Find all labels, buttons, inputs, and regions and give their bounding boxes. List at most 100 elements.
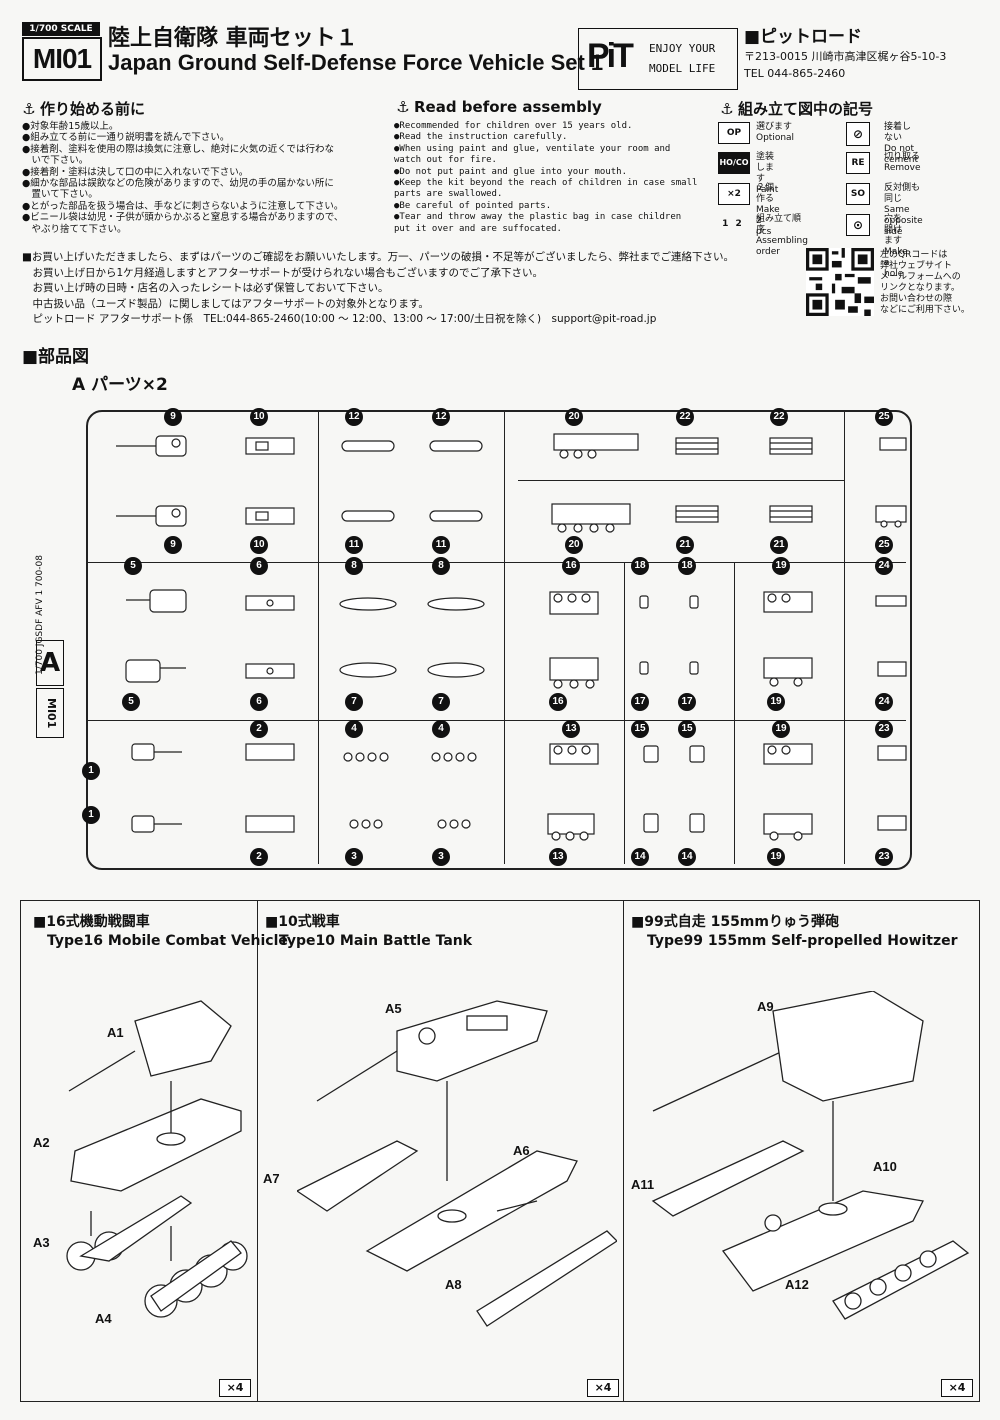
- part-number: 13: [562, 720, 580, 738]
- quantity-badge: ×4: [219, 1379, 251, 1397]
- part-number: 21: [770, 536, 788, 554]
- part-number: 24: [875, 693, 893, 711]
- step-title-en: Type10 Main Battle Tank: [279, 933, 473, 949]
- scale-badge: 1/700 SCALE: [22, 22, 100, 36]
- part-number: 25: [875, 536, 893, 554]
- list-item: ●Recommended for children over 15 years …: [394, 121, 633, 131]
- part-number: 2: [250, 848, 268, 866]
- part-number: 22: [770, 408, 788, 426]
- part-number: 15: [678, 720, 696, 738]
- symbol-jp: 選びます: [756, 122, 793, 132]
- part-number: 14: [631, 848, 649, 866]
- symbol-jp: ２個作る: [756, 183, 775, 204]
- part-number: 11: [432, 536, 450, 554]
- part-label: A6: [513, 1143, 530, 1158]
- step-title-jp: ■10式戦車: [265, 914, 340, 930]
- make-two-icon: ×2: [718, 183, 750, 205]
- part-number: 20: [565, 536, 583, 554]
- before-en-heading-text: Read before assembly: [414, 98, 602, 116]
- part-number: 18: [631, 557, 649, 575]
- qr-code-icon[interactable]: [806, 248, 874, 316]
- part-number: 17: [678, 693, 696, 711]
- symbol-en: Same opposite side: [884, 205, 923, 237]
- step-title-jp: ■99式自走 155mmりゅう弾砲: [631, 914, 839, 930]
- symbol-en: Do not cement: [884, 144, 919, 165]
- part-number: 25: [875, 408, 893, 426]
- anchor-icon: ⚓: [22, 100, 36, 118]
- company-address: 〒213-0015 川崎市高津区梶ヶ谷5-10-3 TEL 044-865-24…: [744, 48, 946, 82]
- symbol-en: Make 2 pcs: [756, 205, 780, 237]
- qr-line: メールフォームへの: [880, 272, 961, 282]
- part-number: 10: [250, 536, 268, 554]
- part-number: 22: [676, 408, 694, 426]
- list-item: ●Keep the kit beyond the reach of childr…: [394, 178, 698, 189]
- part-number: 23: [875, 720, 893, 738]
- qr-line: お問い合わせの際: [880, 294, 953, 304]
- remove-icon: RE: [846, 152, 870, 174]
- sprue-frame: [86, 410, 912, 870]
- part-number: 4: [345, 720, 363, 738]
- symbol-en: Assembling order: [756, 236, 808, 257]
- pit-logo: PiT ENJOY YOUR MODEL LIFE: [578, 28, 738, 90]
- part-number: 19: [767, 693, 785, 711]
- same-opposite-icon: SO: [846, 183, 870, 205]
- list-item: いで下さい。: [22, 155, 89, 167]
- product-code: MI01: [22, 37, 102, 81]
- part-number: 1: [82, 806, 100, 824]
- part-number: 7: [345, 693, 363, 711]
- step-title-en: Type16 Mobile Combat Vehicle: [47, 933, 288, 949]
- paint-icon: HO/CO: [718, 152, 750, 174]
- symbol-jp: 組み立て順序: [756, 214, 802, 235]
- part-number: 3: [432, 848, 450, 866]
- part-number: 17: [631, 693, 649, 711]
- symbol-jp: 塗装します: [756, 152, 775, 184]
- support-line: 中古扱い品（ユーズド製品）に関しましてはアフターサポートの対象外となります。: [22, 297, 429, 310]
- symbol-en: Make a hole: [884, 247, 908, 279]
- list-item: put it over and are suffocated.: [394, 223, 562, 234]
- part-label: A11: [631, 1177, 655, 1192]
- before-jp-heading: ⚓作り始める前に: [22, 98, 145, 119]
- list-item: ●Tear and throw away the plastic bag in …: [394, 212, 682, 223]
- part-label: A8: [445, 1277, 462, 1292]
- step-type10: ■10式戦車 Type10 Main Battle Tank A5 A6 A7 …: [257, 901, 623, 1401]
- list-item: ●細かな部品は誤飲などの危険がありますので、幼児の手の届かない所に: [22, 178, 334, 190]
- assembly-order-icon: 1 2: [722, 219, 744, 229]
- before-en-list: ●Recommended for children over 15 years …: [394, 121, 697, 235]
- drill-icon: ⊙: [846, 214, 870, 236]
- part-number: 20: [565, 408, 583, 426]
- support-line: お買い上げ時の日時・店名の入ったレシートは必ず保管しておいて下さい。: [22, 282, 389, 294]
- support-line: ■お買い上げいただきましたら、まずはパーツのご確認をお願いいたします。万一、パー…: [22, 251, 734, 263]
- quantity-badge: ×4: [941, 1379, 973, 1397]
- part-number: 6: [250, 557, 268, 575]
- before-en-heading: ⚓Read before assembly: [396, 98, 602, 116]
- symbols-heading: ⚓組み立て図中の記号: [720, 98, 873, 119]
- tel-line: TEL 044-865-2460: [744, 67, 846, 80]
- before-jp-list: ●対象年齢15歳以上。 ●組み立てる前に一通り説明書を読んで下さい。 ●接着剤、…: [22, 121, 343, 235]
- company-name: ■ピットロード: [744, 27, 863, 47]
- step-title-jp: ■16式機動戦闘車: [33, 914, 150, 930]
- part-number: 12: [345, 408, 363, 426]
- list-item: ●とがった部品を扱う場合は、手などに刺さらないように注意して下さい。: [22, 200, 344, 212]
- sprue-title: A パーツ×2: [72, 375, 168, 395]
- part-label: A1: [107, 1025, 124, 1040]
- logo-mark: PiT: [587, 37, 634, 75]
- title-english: Japan Ground Self-Defense Force Vehicle …: [108, 50, 604, 75]
- list-item: やぶり捨てて下さい。: [22, 223, 127, 235]
- part-number: 6: [250, 693, 268, 711]
- part-number: 15: [631, 720, 649, 738]
- part-number: 13: [549, 848, 567, 866]
- sprue-tag: 1/700 JGSDF AFV 1 700-087: [35, 555, 45, 675]
- symbol-jp: 反対側も同じ: [884, 183, 921, 204]
- list-item: watch out for fire.: [394, 155, 497, 166]
- qr-line: 左のQRコードは: [880, 250, 948, 260]
- after-support-notice: ■お買い上げいただきましたら、まずはパーツのご確認をお願いいたします。万一、パー…: [22, 250, 734, 328]
- part-number: 19: [772, 557, 790, 575]
- address-line: 〒213-0015 川崎市高津区梶ヶ谷5-10-3: [744, 50, 947, 63]
- part-number: 10: [250, 408, 268, 426]
- symbol-jp: 接着しない: [884, 122, 912, 143]
- step-title-en: Type99 155mm Self-propelled Howitzer: [647, 933, 958, 949]
- type99-assembly-drawing: [651, 991, 970, 1320]
- before-jp-heading-text: 作り始める前に: [40, 100, 146, 118]
- part-label: A4: [95, 1311, 112, 1326]
